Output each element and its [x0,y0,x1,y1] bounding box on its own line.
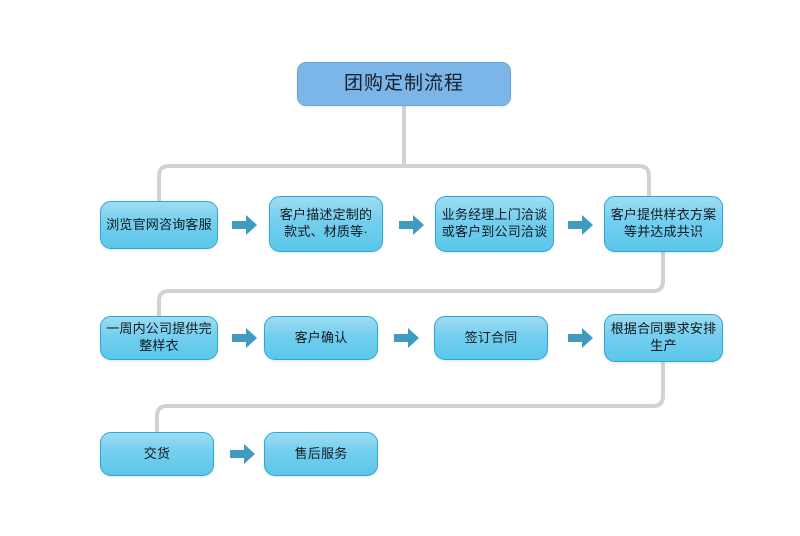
connector-row2-to-row3 [155,362,665,432]
flow-node-arrange-production-per-contract[interactable]: 根据合同要求安排 生产 [604,314,723,362]
flow-node-sign-contract[interactable]: 签订合同 [434,316,548,360]
connector-row1-to-row2 [157,252,665,316]
flow-node-company-provides-sample-within-week[interactable]: 一周内公司提供完 整样衣 [100,316,218,360]
arrow-right-icon [232,214,258,236]
arrow-right-icon [568,327,594,349]
flow-node-browse-website-consult-service[interactable]: 浏览官网咨询客服 [100,201,218,249]
connector-row1-distribution-bar [157,164,651,201]
flow-node-customer-confirmation[interactable]: 客户确认 [264,316,378,360]
arrow-right-icon [399,214,425,236]
page-title: 团购定制流程 [297,62,511,106]
arrow-right-icon [232,327,258,349]
flow-node-customer-describes-custom-style[interactable]: 客户描述定制的 款式、材质等· [269,196,383,252]
arrow-right-icon [394,327,420,349]
flow-node-manager-visit-or-customer-visit[interactable]: 业务经理上门洽谈 或客户到公司洽谈 [435,196,554,252]
arrow-right-icon [230,443,256,465]
flow-node-after-sales-service[interactable]: 售后服务 [264,432,378,476]
flow-node-delivery[interactable]: 交货 [100,432,214,476]
arrow-right-icon [568,214,594,236]
flow-node-customer-provides-sample-plan[interactable]: 客户提供样衣方案 等并达成共识 [604,196,723,252]
